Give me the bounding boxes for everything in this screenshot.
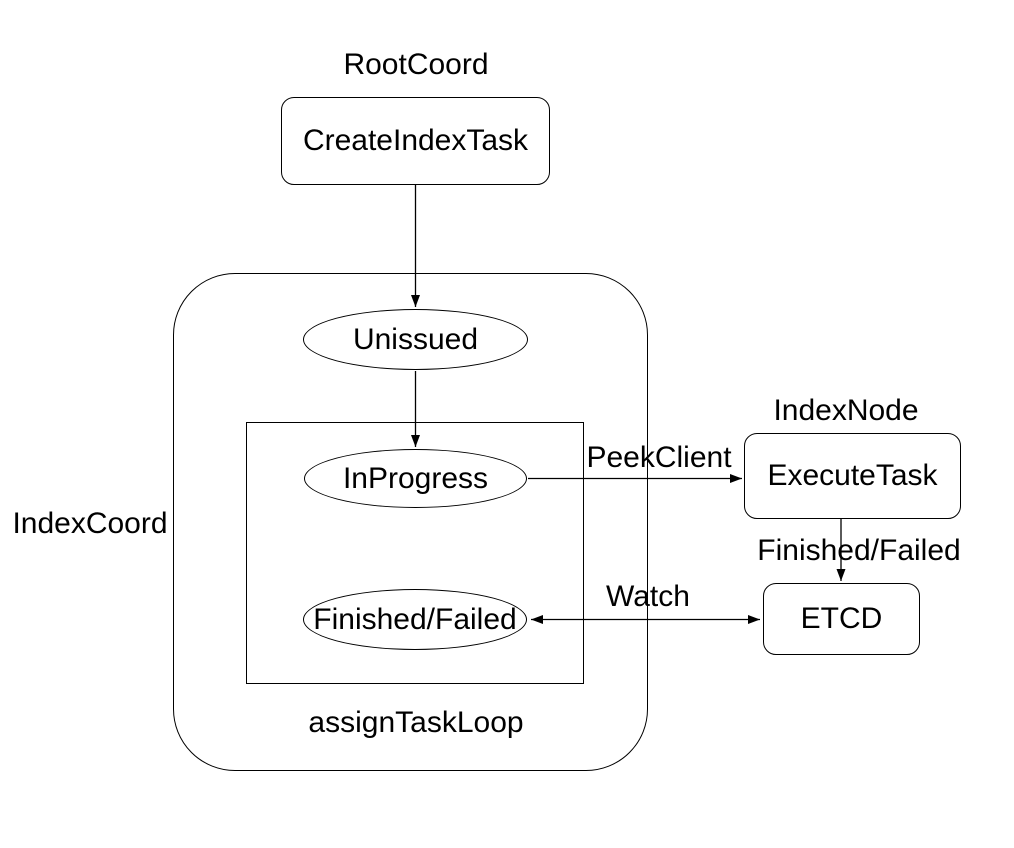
node-in-progress-label: InProgress <box>342 461 489 495</box>
index-coord-group-box <box>173 273 648 771</box>
node-create-index-task-label: CreateIndexTask <box>302 124 529 157</box>
node-finished-failed-label: Finished/Failed <box>313 602 517 636</box>
node-in-progress: InProgress <box>304 449 527 508</box>
node-unissued: Unissued <box>303 309 528 370</box>
node-execute-task-label: ExecuteTask <box>767 459 938 492</box>
node-execute-task: ExecuteTask <box>744 433 961 519</box>
node-etcd: ETCD <box>763 583 920 655</box>
node-unissued-label: Unissued <box>352 322 479 356</box>
lane-label-indexcoord: IndexCoord <box>12 506 168 540</box>
lane-label-rootcoord: RootCoord <box>343 47 489 81</box>
lane-label-assigntaskloop: assignTaskLoop <box>308 705 524 739</box>
node-etcd-label: ETCD <box>800 602 883 635</box>
edge-label-peekclient: PeekClient <box>586 440 732 474</box>
node-finished-failed: Finished/Failed <box>303 589 527 650</box>
edge-label-finishedfailed: Finished/Failed <box>757 533 961 567</box>
node-create-index-task: CreateIndexTask <box>281 97 550 185</box>
lane-label-indexnode: IndexNode <box>773 393 919 427</box>
edge-label-watch: Watch <box>606 579 690 613</box>
